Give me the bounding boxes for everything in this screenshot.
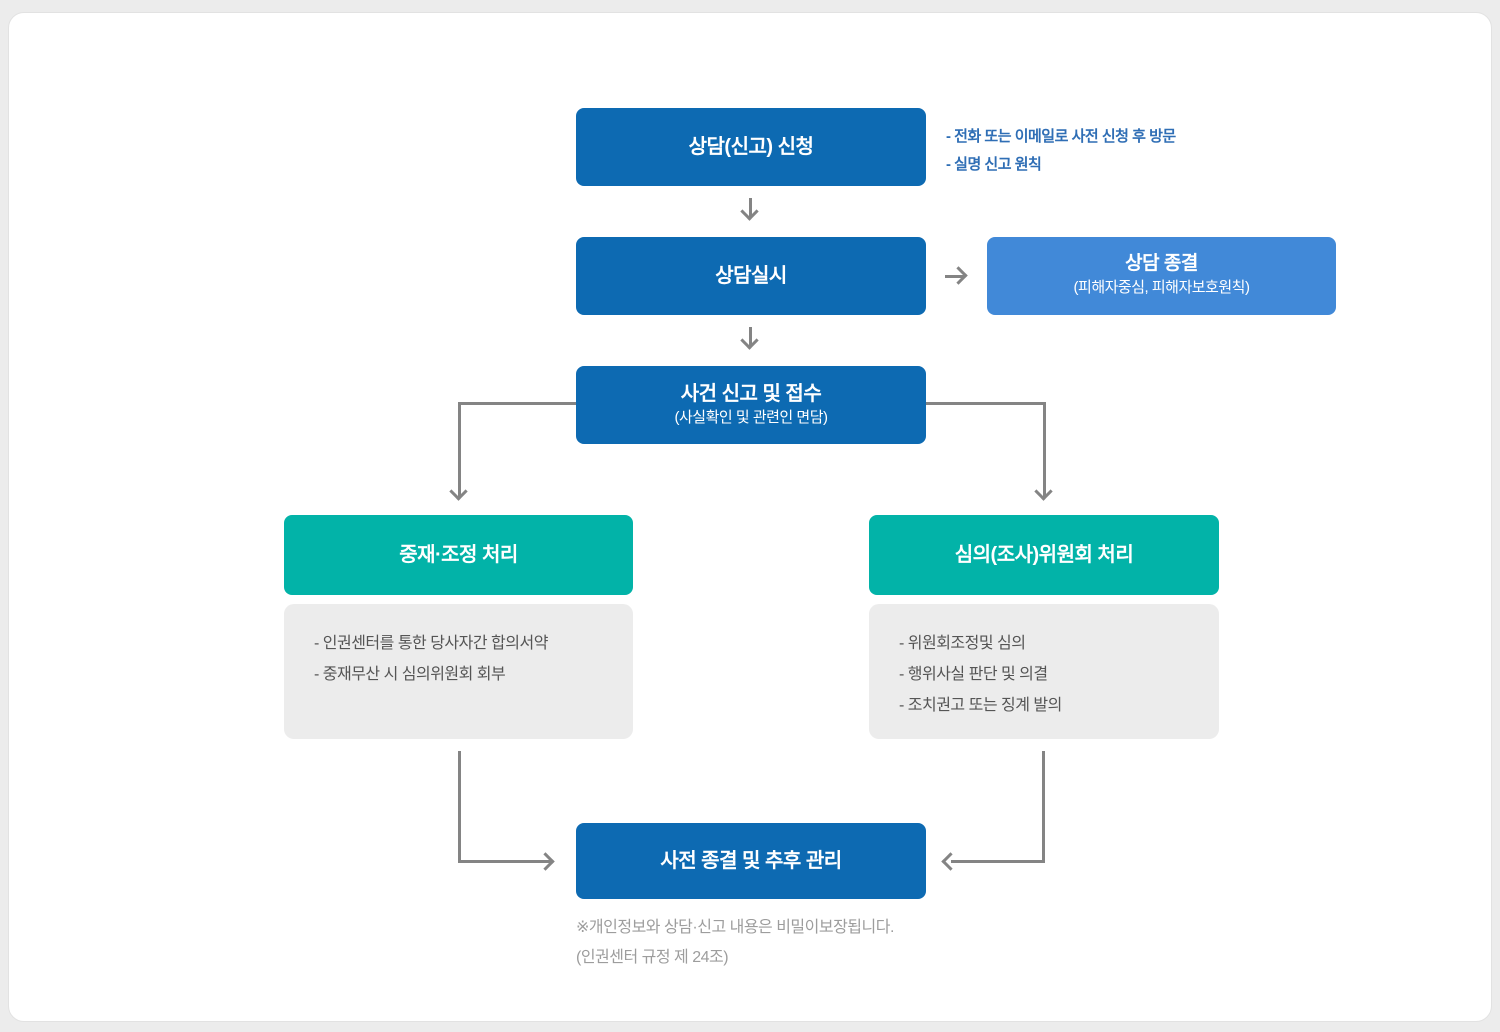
- flow-box-report-receive: 사건 신고 및 접수 (사실확인 및 관련인 면담): [576, 366, 926, 444]
- committee-detail-item-2: - 행위사실 판단 및 의결: [899, 666, 1048, 683]
- arrow-step2-step3-line: [749, 327, 752, 347]
- flow-box-consult-run-label: 상담실시: [715, 265, 787, 287]
- arrow-step2-side-line: [945, 275, 965, 278]
- branch-right-vline: [1043, 402, 1046, 498]
- arrow-step2-step3-head: [740, 331, 759, 350]
- flow-box-consult-close-title: 상담 종결: [1125, 253, 1198, 275]
- branch-left-vline: [458, 402, 461, 498]
- consult-apply-note-2: - 실명 신고 원칙: [946, 156, 1042, 173]
- flow-box-committee-label: 심의(조사)위원회 처리: [954, 544, 1134, 566]
- flow-box-consult-apply-label: 상담(신고) 신청: [688, 136, 814, 158]
- committee-detail-item-3: - 조치권고 또는 징계 발의: [899, 697, 1062, 714]
- mediation-detail-item-2: - 중재무산 시 심의위원회 회부: [314, 666, 506, 683]
- flow-box-final-manage: 사전 종결 및 추후 관리: [576, 823, 926, 899]
- converge-left-vline: [458, 751, 461, 862]
- confidentiality-footnote-line-2: (인권센터 규정 제 24조): [576, 949, 729, 966]
- flowchart-card: 상담(신고) 신청 - 전화 또는 이메일로 사전 신청 후 방문 - 실명 신…: [8, 12, 1492, 1022]
- confidentiality-footnote-line-1: ※개인정보와 상담·신고 내용은 비밀이보장됩니다.: [576, 919, 894, 936]
- converge-left-hline: [458, 860, 552, 863]
- committee-detail-item-1: - 위원회조정및 심의: [899, 635, 1026, 652]
- mediation-detail-box: - 인권센터를 통한 당사자간 합의서약 - 중재무산 시 심의위원회 회부: [284, 604, 633, 739]
- flow-box-consult-apply: 상담(신고) 신청: [576, 108, 926, 186]
- committee-detail-box: - 위원회조정및 심의 - 행위사실 판단 및 의결 - 조치권고 또는 징계 …: [869, 604, 1219, 739]
- arrow-step1-step2-line: [749, 198, 752, 218]
- converge-right-vline: [1042, 751, 1045, 862]
- flow-box-report-receive-title: 사건 신고 및 접수: [680, 382, 822, 405]
- consult-apply-notes: - 전화 또는 이메일로 사전 신청 후 방문 - 실명 신고 원칙: [946, 123, 1176, 179]
- flow-box-consult-close: 상담 종결 (피해자중심, 피해자보호원칙): [987, 237, 1336, 315]
- branch-left-hline: [458, 402, 576, 405]
- converge-right-hline: [951, 860, 1045, 863]
- flow-box-mediation-label: 중재·조정 처리: [399, 544, 518, 566]
- arrow-step1-step2-head: [740, 202, 759, 221]
- branch-left-head: [449, 482, 468, 501]
- flow-box-committee: 심의(조사)위원회 처리: [869, 515, 1219, 595]
- converge-right-head: [941, 852, 960, 871]
- mediation-detail-item-1: - 인권센터를 통한 당사자간 합의서약: [314, 635, 548, 652]
- flow-box-mediation: 중재·조정 처리: [284, 515, 633, 595]
- arrow-step2-side-head: [949, 266, 968, 285]
- flow-box-consult-run: 상담실시: [576, 237, 926, 315]
- flow-box-report-receive-subtitle: (사실확인 및 관련인 면담): [674, 408, 829, 426]
- branch-right-hline: [926, 402, 1046, 405]
- flow-box-final-manage-label: 사전 종결 및 추후 관리: [660, 850, 842, 872]
- branch-right-head: [1034, 482, 1053, 501]
- flow-box-consult-close-subtitle: (피해자중심, 피해자보호원칙): [1073, 279, 1250, 297]
- consult-apply-note-1: - 전화 또는 이메일로 사전 신청 후 방문: [946, 128, 1176, 145]
- confidentiality-footnote: ※개인정보와 상담·신고 내용은 비밀이보장됩니다. (인권센터 규정 제 24…: [576, 913, 894, 973]
- converge-left-head: [536, 852, 555, 871]
